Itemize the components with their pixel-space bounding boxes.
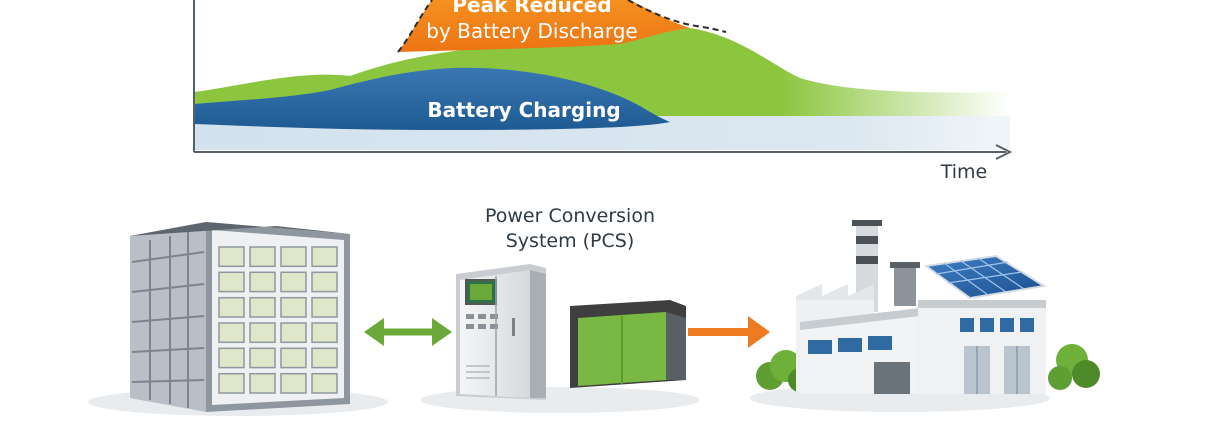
time-axis-label: Time <box>940 161 988 183</box>
load-profile-chart: Peak Reduced by Battery Discharge Batter… <box>193 0 1013 183</box>
battery-module <box>218 271 245 293</box>
factory-with-solar-icon <box>750 220 1100 412</box>
bidirectional-arrow-icon <box>364 318 452 346</box>
battery-module <box>218 347 245 369</box>
pcs-label-line1: Power Conversion <box>485 205 655 227</box>
battery-module <box>249 296 276 318</box>
pcs-label-line2: System (PCS) <box>506 230 635 252</box>
power-flow-arrow-icon <box>688 316 770 348</box>
battery-module <box>280 322 307 344</box>
battery-module <box>249 246 276 268</box>
battery-module <box>218 246 245 268</box>
battery-module <box>311 322 338 344</box>
battery-module <box>311 246 338 268</box>
battery-module <box>249 271 276 293</box>
battery-module <box>280 372 307 394</box>
battery-module <box>311 296 338 318</box>
battery-module <box>280 296 307 318</box>
power-conversion-system-icon <box>420 264 700 413</box>
battery-module <box>311 271 338 293</box>
battery-module <box>249 372 276 394</box>
battery-module <box>218 322 245 344</box>
x-axis-arrowhead <box>995 144 1013 160</box>
battery-module <box>311 347 338 369</box>
battery-module <box>280 271 307 293</box>
peak-label-line2: by Battery Discharge <box>426 19 637 43</box>
battery-charging-label: Battery Charging <box>427 98 620 122</box>
battery-storage-rack-icon <box>88 222 388 416</box>
battery-module <box>280 246 307 268</box>
peak-label-line1: Peak Reduced <box>452 0 611 17</box>
original-peak-dashed-line <box>397 0 727 53</box>
battery-module <box>249 347 276 369</box>
battery-module <box>311 372 338 394</box>
battery-charging-area <box>194 67 670 130</box>
battery-module <box>280 347 307 369</box>
peak-reduced-area <box>398 0 690 52</box>
battery-module <box>218 372 245 394</box>
battery-module <box>249 322 276 344</box>
battery-module <box>218 296 245 318</box>
